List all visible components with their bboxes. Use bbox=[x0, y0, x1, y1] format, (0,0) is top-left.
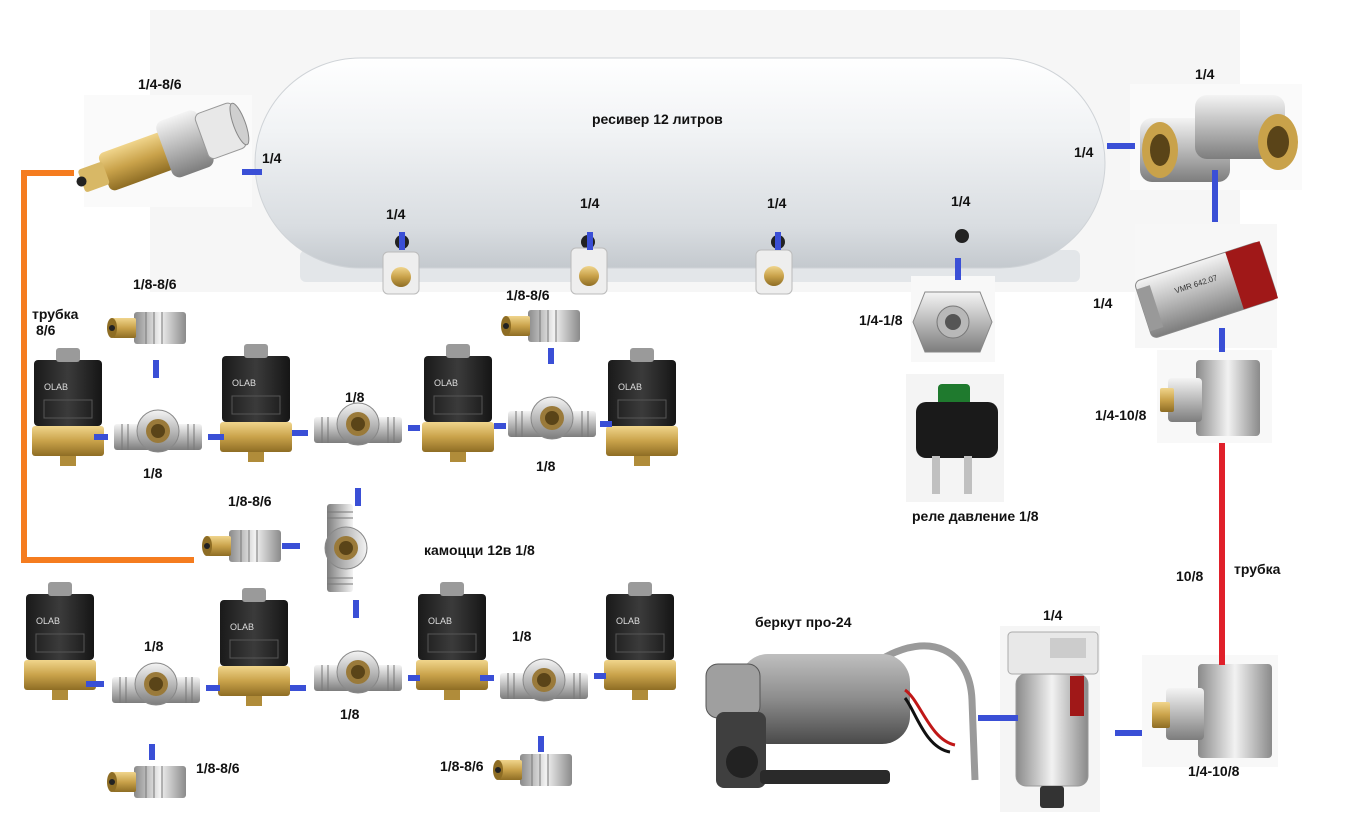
label-tee-lower-center: 1/8 bbox=[340, 706, 360, 722]
label-tube-red-size: 10/8 bbox=[1176, 568, 1204, 584]
pushfit-fitting bbox=[500, 309, 581, 343]
label-filter-top: 1/4 bbox=[1043, 607, 1063, 623]
tube-orange bbox=[21, 170, 194, 563]
adapter-upper-right bbox=[1157, 350, 1272, 443]
label-tank-port-3: 1/4 bbox=[767, 195, 787, 211]
solenoid-valve bbox=[23, 581, 97, 701]
label-elbow-top-left: 1/4-8/6 bbox=[138, 76, 182, 92]
label-tube-orange-size: 8/6 bbox=[36, 322, 56, 338]
label-tee-upper-center: 1/8 bbox=[345, 389, 365, 405]
label-fitting-lower-mid: 1/8-8/6 bbox=[440, 758, 484, 774]
label-receiver: ресивер 12 литров bbox=[592, 111, 723, 127]
label-tank-port-4: 1/4 bbox=[951, 193, 971, 209]
label-adapter-right-upper: 1/4-10/8 bbox=[1095, 407, 1147, 423]
label-tee-lower-left: 1/8 bbox=[144, 638, 164, 654]
check-valve: VMR 642.07 bbox=[1135, 224, 1279, 348]
tee-fitting bbox=[113, 409, 203, 453]
tee-fitting bbox=[313, 650, 403, 694]
label-fitting-center: 1/8-8/6 bbox=[228, 493, 272, 509]
tee-fitting bbox=[507, 396, 597, 440]
connector-markers bbox=[86, 143, 1225, 760]
solenoid-valve bbox=[605, 347, 679, 467]
elbow-fitting-top-left bbox=[76, 95, 252, 207]
label-check-valve-port: 1/4 bbox=[1093, 295, 1113, 311]
adapter-lower-right bbox=[1142, 655, 1278, 767]
label-tube-red-name: трубка bbox=[1234, 561, 1281, 577]
pushfit-fitting bbox=[492, 753, 573, 787]
solenoid-valve bbox=[217, 587, 291, 707]
pressure-adapter bbox=[911, 276, 995, 362]
label-adapter-right-lower: 1/4-10/8 bbox=[1188, 763, 1240, 779]
solenoid-valve bbox=[415, 581, 489, 701]
solenoid-valve bbox=[31, 347, 105, 467]
label-pressure-adapter: 1/4-1/8 bbox=[859, 312, 903, 328]
label-fitting-lower-left: 1/8-8/6 bbox=[196, 760, 240, 776]
label-tee-lower-right: 1/8 bbox=[512, 628, 532, 644]
label-valves-caption: камоцци 12в 1/8 bbox=[424, 542, 535, 558]
label-elbow-right-port: 1/4 bbox=[1074, 144, 1094, 160]
tee-fitting bbox=[111, 662, 201, 706]
label-tank-port-2: 1/4 bbox=[580, 195, 600, 211]
solenoid-valve bbox=[219, 343, 293, 463]
tee-fitting bbox=[324, 503, 368, 593]
receiver-tank bbox=[150, 10, 1240, 295]
solenoid-valve bbox=[421, 343, 495, 463]
label-tee-upper-left: 1/8 bbox=[143, 465, 163, 481]
solenoid-valve bbox=[603, 581, 677, 701]
label-elbow-right: 1/4 bbox=[1195, 66, 1215, 82]
label-pressure-relay: реле давление 1/8 bbox=[912, 508, 1039, 524]
label-compressor: беркут про-24 bbox=[755, 614, 852, 630]
pushfit-fitting bbox=[201, 529, 282, 563]
pushfit-fitting bbox=[106, 765, 187, 799]
compressor bbox=[705, 642, 979, 788]
pushfit-fitting bbox=[106, 311, 187, 345]
tee-fitting bbox=[313, 402, 403, 446]
label-elbow-top-left-port: 1/4 bbox=[262, 150, 282, 166]
label-tank-port-1: 1/4 bbox=[386, 206, 406, 222]
label-fitting-upper-left: 1/8-8/6 bbox=[133, 276, 177, 292]
label-tee-upper-right: 1/8 bbox=[536, 458, 556, 474]
label-tube-orange-name: трубка bbox=[32, 306, 79, 322]
label-fitting-upper-mid: 1/8-8/6 bbox=[506, 287, 550, 303]
pressure-relay bbox=[906, 374, 1004, 502]
tee-fitting bbox=[499, 658, 589, 702]
